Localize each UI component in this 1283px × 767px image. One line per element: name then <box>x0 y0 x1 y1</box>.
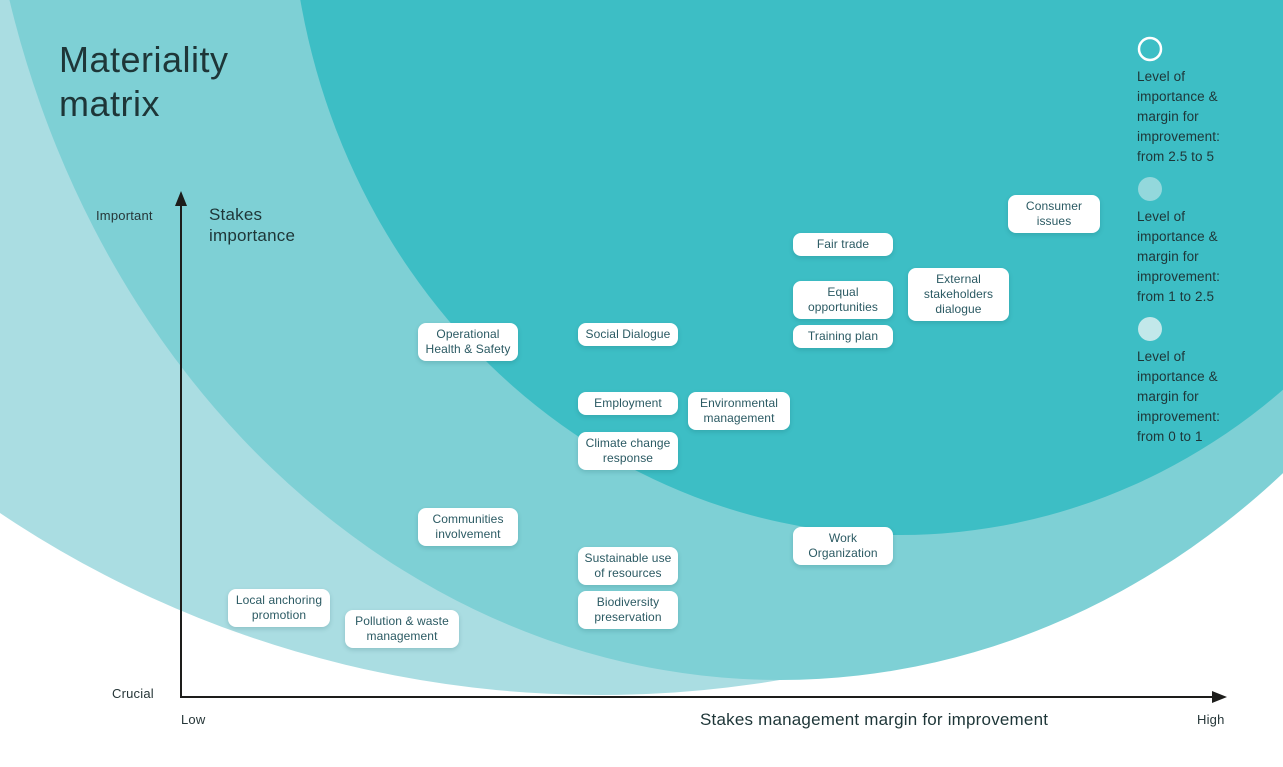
item-pollution-waste-management: Pollution & waste management <box>345 610 459 648</box>
item-sustainable-use-of-resources: Sustainable use of resources <box>578 547 678 585</box>
item-social-dialogue: Social Dialogue <box>578 323 678 346</box>
legend-circle-light-shape <box>1138 317 1162 341</box>
legend-label: Level of importance & margin for improve… <box>1137 69 1220 164</box>
item-employment: Employment <box>578 392 678 415</box>
legend-circle-outline-icon <box>1137 36 1163 62</box>
legend-circle-medium-icon <box>1138 177 1162 201</box>
legend-entry-high: Level of importance & margin for improve… <box>1137 36 1237 167</box>
item-work-organization: Work Organization <box>793 527 893 565</box>
page-title: Materiality matrix <box>59 39 229 124</box>
item-training-plan: Training plan <box>793 325 893 348</box>
legend-circle-medium-shape <box>1138 177 1162 201</box>
legend-circle-light-icon <box>1138 317 1162 341</box>
item-environmental-management: Environmental management <box>688 392 790 430</box>
y-axis-title: Stakes importance <box>209 205 296 245</box>
item-operational-health-safety: Operational Health & Safety <box>418 323 518 361</box>
legend-entry-mid: Level of importance & margin for improve… <box>1137 176 1237 307</box>
item-consumer-issues: Consumer issues <box>1008 195 1100 233</box>
x-axis-right-tick: High <box>1197 712 1225 727</box>
legend-label: Level of importance & margin for improve… <box>1137 209 1220 304</box>
x-axis-arrow-icon <box>1212 691 1227 703</box>
item-local-anchoring-promotion: Local anchoring promotion <box>228 589 330 627</box>
item-biodiversity-preservation: Biodiversity preservation <box>578 591 678 629</box>
item-fair-trade: Fair trade <box>793 233 893 256</box>
y-axis-arrow-icon <box>175 191 187 206</box>
item-equal-opportunities: Equal opportunities <box>793 281 893 319</box>
item-communities-involvement: Communities involvement <box>418 508 518 546</box>
item-external-stakeholders-dialogue: External stakeholders dialogue <box>908 268 1009 321</box>
legend-circle-outline-shape <box>1137 36 1163 62</box>
y-axis-bottom-tick: Crucial <box>112 686 154 701</box>
item-climate-change-response: Climate change response <box>578 432 678 470</box>
zone-dark-ellipse <box>300 0 1283 535</box>
legend-label: Level of importance & margin for improve… <box>1137 349 1220 444</box>
legend-entry-low: Level of importance & margin for improve… <box>1137 316 1237 447</box>
x-axis-left-tick: Low <box>181 712 206 727</box>
y-axis-top-tick: Important <box>96 208 153 223</box>
x-axis-title: Stakes management margin for improvement <box>700 710 1049 729</box>
